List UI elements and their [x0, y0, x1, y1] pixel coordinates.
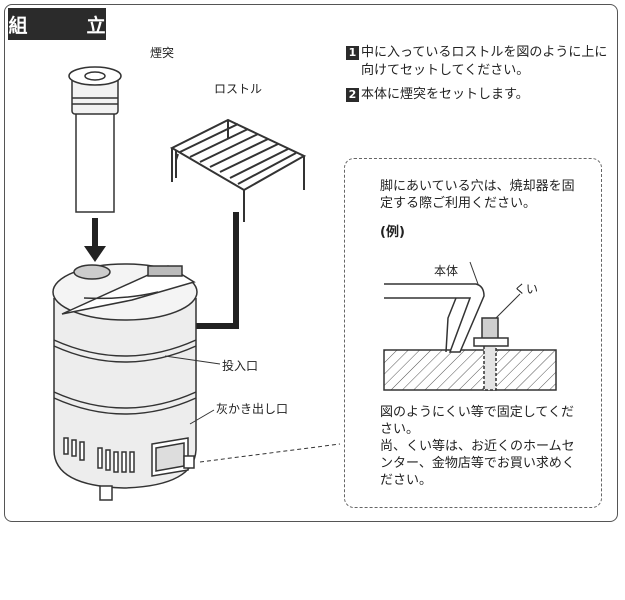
stake-label: くい: [514, 282, 539, 296]
step-number-2: 2: [346, 88, 359, 102]
chimney-label: 煙突: [150, 46, 175, 60]
chimney-illustration: [68, 66, 122, 213]
incinerator-drum: [52, 263, 198, 501]
grate-illustration: [169, 118, 307, 222]
detail-note-2: 尚、くい等は、お近くのホームセンター、金物店等でお買い求めください。: [380, 439, 575, 488]
grate-label: ロストル: [214, 82, 263, 96]
stake-detail-illustration: [383, 261, 557, 391]
section-title: 組 立: [8, 8, 106, 40]
assembly-steps: 1 中に入っているロストルを図のように上に向けてセットしてください。 2 本体に…: [346, 44, 608, 110]
step-1: 1 中に入っているロストルを図のように上に向けてセットしてください。: [346, 44, 608, 80]
detail-intro: 脚にあいている穴は、焼却器を固定する際ご利用ください。: [380, 179, 575, 211]
ash-outlet-label: 灰かき出し口: [216, 402, 289, 416]
step-text-2: 本体に煙突をセットします。: [361, 87, 529, 102]
example-label: (例): [380, 225, 405, 240]
step-2: 2 本体に煙突をセットします。: [346, 86, 608, 104]
inlet-label: 投入口: [222, 359, 259, 373]
detail-note-1: 図のようにくい等で固定してください。: [380, 405, 574, 437]
step-number-1: 1: [346, 46, 359, 60]
stake-detail-box: [344, 158, 602, 508]
step-text-1: 中に入っているロストルを図のように上に向けてセットしてください。: [361, 45, 608, 78]
body-label: 本体: [434, 264, 459, 278]
